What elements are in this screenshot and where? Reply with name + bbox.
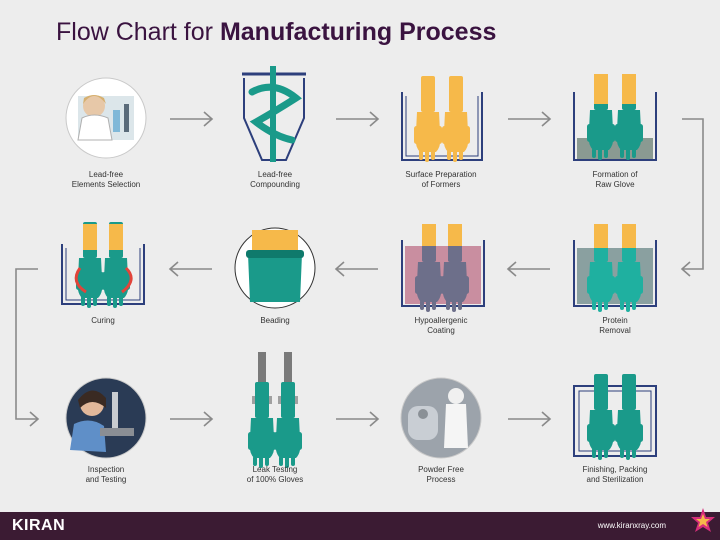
step-6-beading-illustration [234,227,316,309]
step-5-curing-illustration [61,222,145,308]
flow-arrow [168,261,550,277]
star-logo-icon [691,508,715,532]
brand-logo: KIRAN [12,517,66,534]
flow-arrow [170,411,552,427]
step-4-formation-illustration [573,74,657,161]
step-9-inspection-illustration [65,377,147,459]
step-label: Curing [91,316,115,325]
step-12-finishing-illustration [573,374,657,460]
process-flow-diagram [15,66,704,468]
title-bold: Manufacturing Process [219,18,497,46]
step-3-surface-preparation-illustration [401,76,483,162]
flow-arrow [170,111,552,127]
step-7-hypoallergenic-coating-illustration [401,224,485,312]
step-2-compounding-illustration [242,66,306,162]
flow-connector-right [680,118,704,277]
step-label: Hypoallergenic Coating [414,316,468,335]
step-label: Protein Removal [599,316,631,335]
step-10-leak-testing-illustration [248,352,302,468]
step-label: Surface Preparation of Formers [405,170,477,189]
step-11-powder-free-illustration [400,377,482,459]
website-link[interactable]: www.kiranxray.com [597,521,666,530]
title-prefix: Flow Chart for [56,18,220,46]
page-title: Flow Chart for Manufacturing Process [56,18,496,47]
step-8-protein-removal-illustration [573,224,657,312]
step-1-elements-selection-illustration [65,77,147,159]
flow-connector-left [15,268,40,427]
step-label: Leak Testing of 100% Gloves [246,465,304,484]
step-label: Formation of Raw Glove [592,170,638,189]
step-label: Inspection and Testing [85,465,127,484]
step-label: Lead-free Compounding [250,170,300,189]
step-label: Lead-free Elements Selection [71,170,141,189]
footer-bar: KIRAN www.kiranxray.com [0,508,720,540]
step-label: Beading [260,316,290,325]
step-label: Finishing, Packing and Sterilization [582,465,648,484]
step-label: Powder Free Process [418,465,464,484]
